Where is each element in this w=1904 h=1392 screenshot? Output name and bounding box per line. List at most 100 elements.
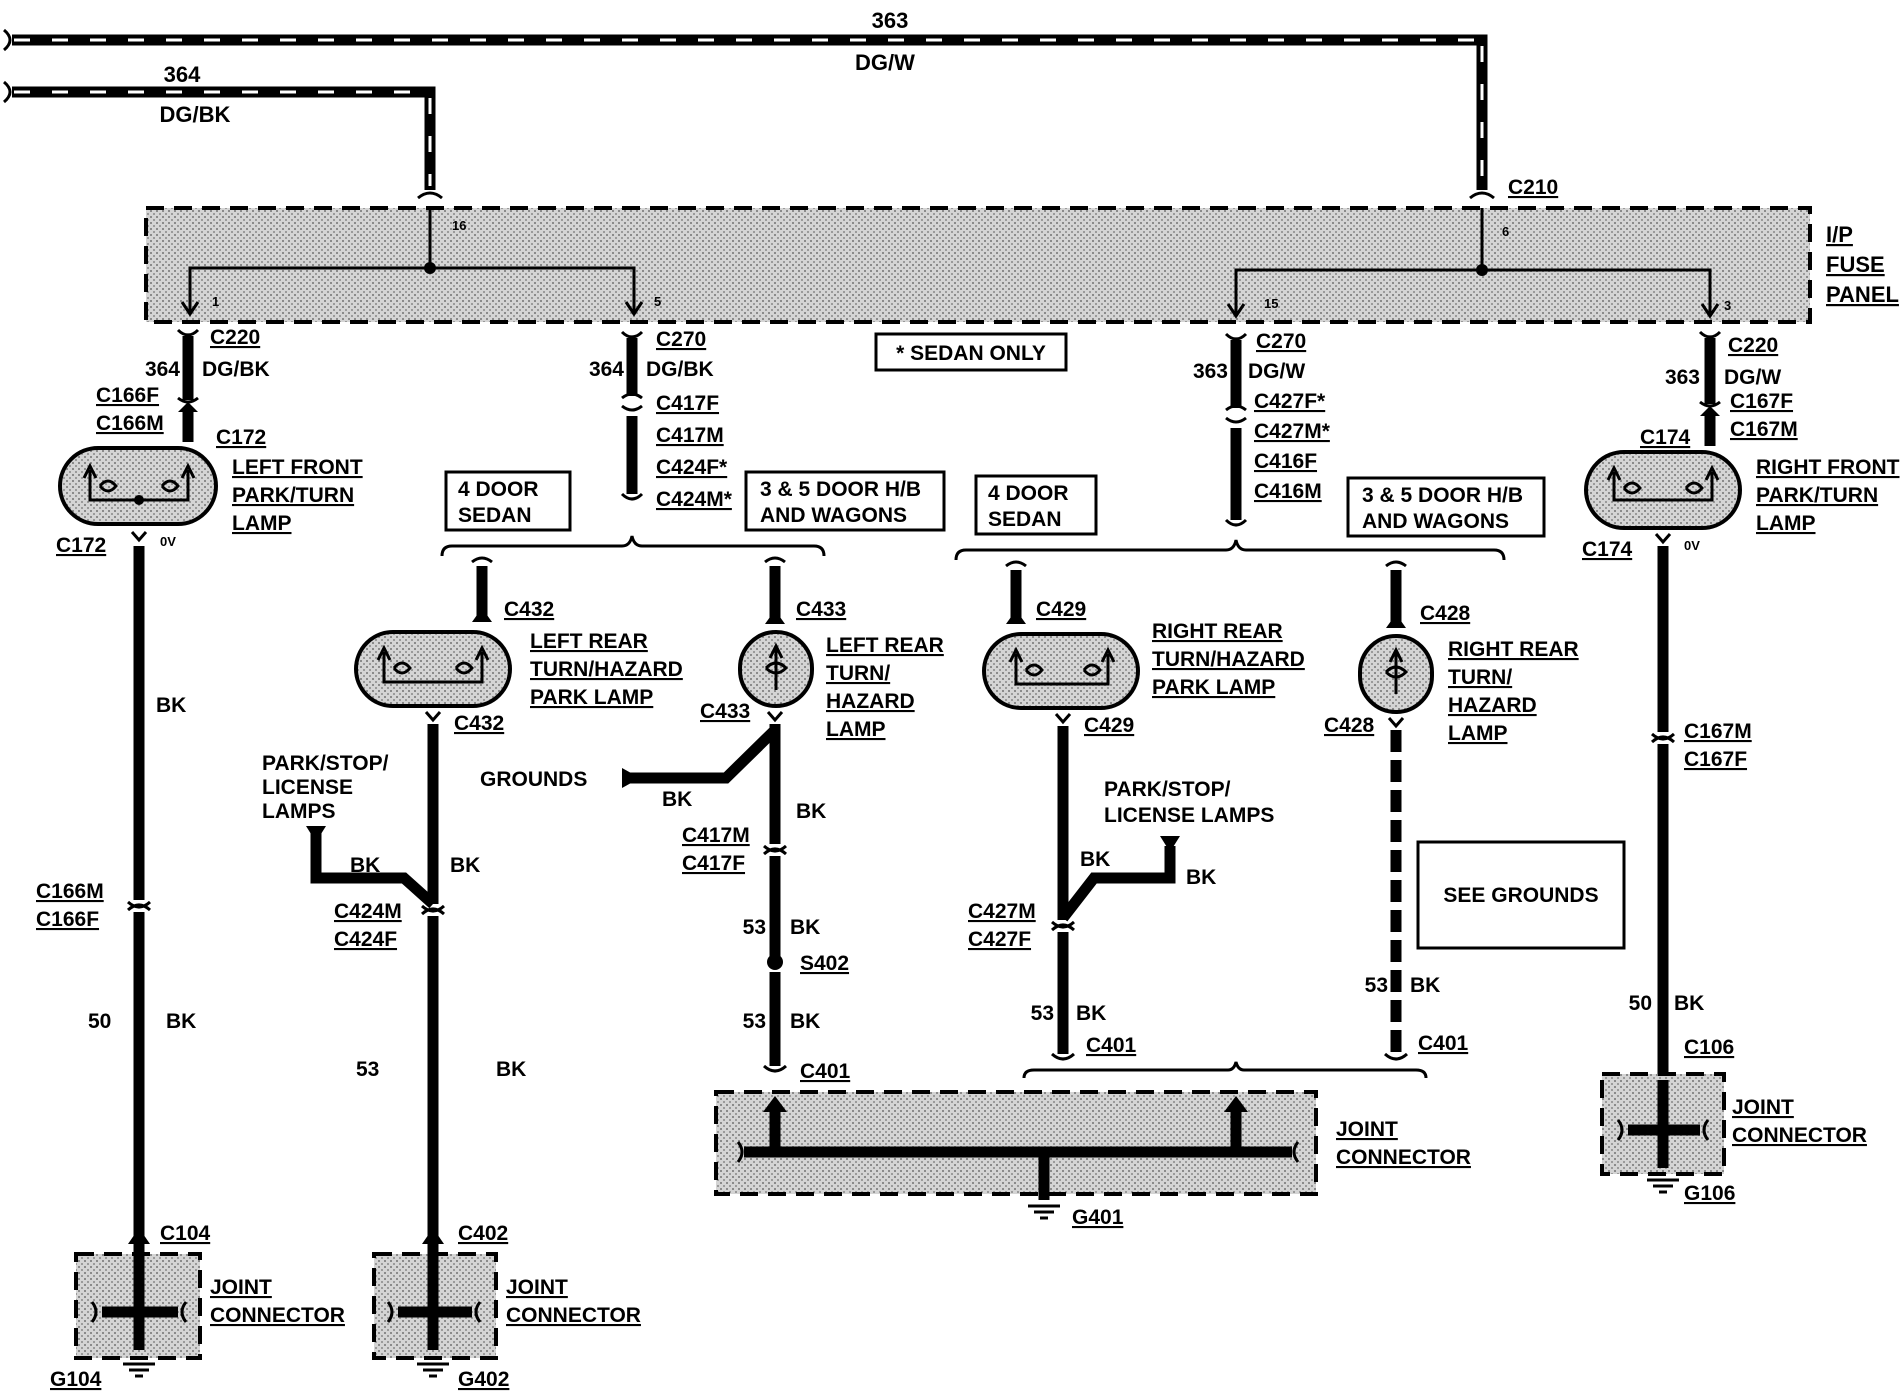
lrw-bk-c: BK: [790, 916, 820, 939]
g401-brace: [1022, 1061, 1428, 1079]
rf-color: DG/W: [1724, 366, 1781, 389]
lr-wagon-box: [744, 470, 946, 532]
left-front-lamp-icon: [58, 446, 218, 526]
rrs-c429-top: C429: [1036, 598, 1086, 621]
g106-jc-label-2: CONNECTOR: [1732, 1124, 1867, 1147]
feed-wire-363: [2, 28, 1488, 190]
left-rear-feed-wire: [620, 330, 644, 501]
ip-fuse-panel: [144, 206, 1812, 324]
left-rear-wagon-lamp-icon: [738, 630, 814, 708]
lrs-bk-c: BK: [496, 1058, 526, 1081]
fuse-bus-left: [180, 191, 644, 317]
ground-g401: G401: [1072, 1206, 1124, 1229]
rf-lamp-label-3: LAMP: [1756, 512, 1816, 535]
lrw-c433-bottom: C433: [700, 700, 750, 723]
rr-wagon-wire-top: [1385, 560, 1407, 628]
lr-c417f: C417F: [656, 392, 719, 415]
fuse-panel-label-3: PANEL: [1826, 282, 1899, 307]
lf-c166f: C166F: [96, 384, 159, 407]
lrw-lamp-label-2: TURN/: [826, 662, 890, 685]
lf-c104: C104: [160, 1222, 211, 1245]
rr-c270: C270: [1256, 330, 1306, 353]
lf-c172-top: C172: [216, 426, 266, 449]
lf-lamp-label-3: LAMP: [232, 512, 292, 535]
g104-jc-label-2: CONNECTOR: [210, 1304, 345, 1327]
rf-circuit-50: 50: [1629, 992, 1652, 1015]
lr-c417m: C417M: [656, 424, 724, 447]
joint-connector-g106: [1600, 1072, 1726, 1194]
fuse-panel-label-1: I/P: [1826, 222, 1853, 247]
lr-c424f: C424F*: [656, 456, 728, 479]
g402-jc-label-1: JOINT: [506, 1276, 568, 1299]
g402-jc-label-2: CONNECTOR: [506, 1304, 641, 1327]
rr-wagon-label-1: 3 & 5 DOOR H/B: [1362, 484, 1523, 507]
wire-363-color: DG/W: [855, 50, 915, 75]
rr-wagon-box: [1346, 476, 1546, 538]
rrs-lamp-label-2: TURN/HAZARD: [1152, 648, 1305, 671]
lrs-lamp-label-1: LEFT REAR: [530, 630, 648, 653]
lf-lamp-label-2: PARK/TURN: [232, 484, 354, 507]
rrs-lamp-label-3: PARK LAMP: [1152, 676, 1275, 699]
rrs-circuit-53: 53: [1031, 1002, 1054, 1025]
rr-color: DG/W: [1248, 360, 1305, 383]
lf-c220: C220: [210, 326, 260, 349]
g106-jc-label-1: JOINT: [1732, 1096, 1794, 1119]
lrs-bk-a: BK: [350, 854, 380, 877]
pin-6: 6: [1502, 224, 1509, 239]
lrs-circuit-53: 53: [356, 1058, 379, 1081]
lrs-c424m: C424M: [334, 900, 402, 923]
rr-sedan-box: [974, 474, 1098, 536]
lr-wagon-wire-top: [764, 556, 786, 624]
lrs-bk-b: BK: [450, 854, 480, 877]
rr-wagon-wire-bottom: [1383, 717, 1409, 1061]
right-rear-wagon-lamp-icon: [1358, 634, 1434, 714]
right-front-lamp-icon: [1584, 450, 1742, 530]
lrw-c401: C401: [800, 1060, 851, 1083]
rr-sedan-label-1: 4 DOOR: [988, 482, 1069, 505]
lrs-pstl-label-1: PARK/STOP/: [262, 752, 389, 775]
lrs-lamp-label-2: TURN/HAZARD: [530, 658, 683, 681]
rf-bk: BK: [1674, 992, 1704, 1015]
lrw-c417m: C417M: [682, 824, 750, 847]
rf-c220: C220: [1728, 334, 1778, 357]
rf-c167m: C167M: [1730, 418, 1798, 441]
lf-bk-2: BK: [166, 1010, 196, 1033]
lr-sedan-wire-top: [471, 556, 493, 622]
rrw-lamp-label-3: HAZARD: [1448, 694, 1537, 717]
rf-c167f-low: C167F: [1684, 748, 1747, 771]
rrs-pstl-label-2: LICENSE LAMPS: [1104, 804, 1274, 827]
rf-lamp-label-2: PARK/TURN: [1756, 484, 1878, 507]
right-front-ground-wire: [1650, 533, 1676, 1086]
ground-g106: G106: [1684, 1182, 1735, 1205]
lf-circuit-50: 50: [88, 1010, 111, 1033]
rf-lamp-label-1: RIGHT FRONT: [1756, 456, 1900, 479]
lf-bk-1: BK: [156, 694, 186, 717]
rrw-see-grounds-box: [1416, 840, 1626, 950]
lr-c424m: C424M*: [656, 488, 733, 511]
lr-sedan-wire-bottom: [306, 711, 446, 1244]
lrs-c424f: C424F: [334, 928, 397, 951]
rrs-bk-c: BK: [1076, 1002, 1106, 1025]
joint-connector-g104: [74, 1240, 202, 1378]
rr-c427m: C427M*: [1254, 420, 1331, 443]
rrs-bk-b: BK: [1186, 866, 1216, 889]
lf-zero-volt: 0V: [160, 534, 176, 549]
right-rear-sedan-lamp-icon: [982, 632, 1140, 710]
rrw-see-grounds: SEE GROUNDS: [1443, 884, 1598, 907]
rf-zero-volt: 0V: [1684, 538, 1700, 553]
rf-circuit: 363: [1665, 366, 1700, 389]
rrw-lamp-label-2: TURN/: [1448, 666, 1512, 689]
lf-c166f-low: C166F: [36, 908, 99, 931]
rr-c416f: C416F: [1254, 450, 1317, 473]
sedan-only-note: * SEDAN ONLY: [896, 342, 1046, 365]
rr-sedan-label-2: SEDAN: [988, 508, 1062, 531]
left-front-upper-wire: [176, 328, 200, 442]
rr-brace: [954, 539, 1506, 561]
wire-364-color: DG/BK: [160, 102, 231, 127]
lrw-bk-a: BK: [662, 788, 692, 811]
rrs-c429-bottom: C429: [1084, 714, 1134, 737]
g401-jc-label-2: CONNECTOR: [1336, 1146, 1471, 1169]
ground-g104: G104: [50, 1368, 102, 1391]
wire-363-circuit: 363: [872, 8, 909, 33]
pin-5: 5: [654, 294, 661, 309]
